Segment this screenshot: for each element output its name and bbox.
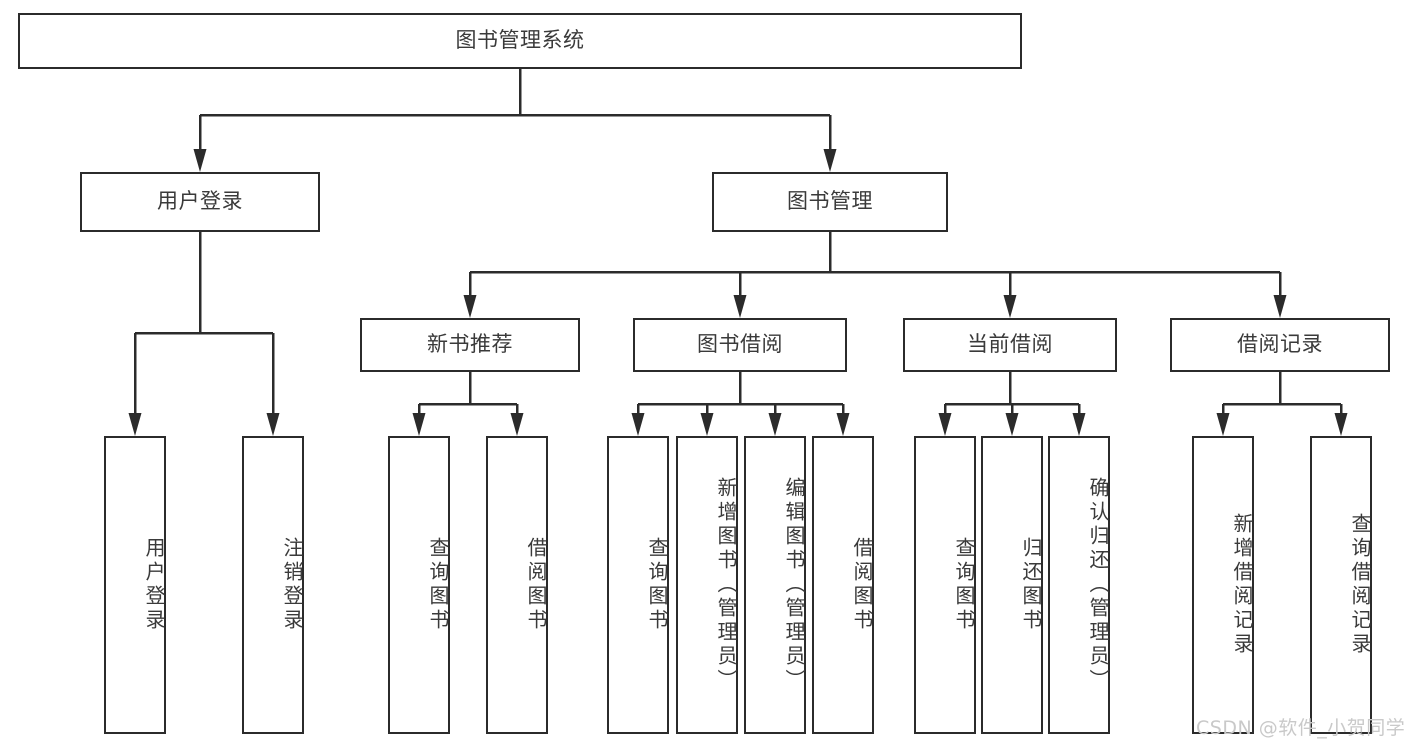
node-label: 用户登录 — [157, 189, 243, 214]
node-label: 用户登录 — [142, 537, 166, 633]
node-leaf-add-borrow-record[interactable]: 新增借阅记录 — [1192, 436, 1254, 734]
node-leaf-edit-book-admin[interactable]: 编辑图书（管理员） — [744, 436, 806, 734]
csdn-watermark: CSDN @软件_小贺同学 — [1196, 717, 1405, 739]
node-leaf-query-book-borrow[interactable]: 查询图书 — [607, 436, 669, 734]
node-label: 新增借阅记录 — [1230, 513, 1254, 657]
node-label: 查询图书 — [952, 537, 976, 633]
node-leaf-return-book[interactable]: 归还图书 — [981, 436, 1043, 734]
node-label: 新书推荐 — [427, 332, 513, 357]
node-new-book-recommend[interactable]: 新书推荐 — [360, 318, 580, 372]
node-label: 注销登录 — [280, 537, 304, 633]
node-borrow-record[interactable]: 借阅记录 — [1170, 318, 1390, 372]
node-label: 图书借阅 — [697, 332, 783, 357]
node-label: 图书管理系统 — [455, 28, 585, 53]
node-label: 编辑图书（管理员） — [782, 477, 806, 693]
node-label: 归还图书 — [1019, 537, 1043, 633]
node-label: 查询借阅记录 — [1348, 513, 1372, 657]
node-label: 查询图书 — [426, 537, 450, 633]
node-current-borrow[interactable]: 当前借阅 — [903, 318, 1117, 372]
node-root-system[interactable]: 图书管理系统 — [18, 13, 1022, 69]
node-label: 确认归还（管理员） — [1086, 477, 1110, 693]
node-leaf-query-book-rec[interactable]: 查询图书 — [388, 436, 450, 734]
node-leaf-borrow-book-borrow[interactable]: 借阅图书 — [812, 436, 874, 734]
node-label: 新增图书（管理员） — [714, 477, 738, 693]
node-label: 查询图书 — [645, 537, 669, 633]
node-label: 借阅记录 — [1237, 332, 1323, 357]
node-leaf-confirm-return-admin[interactable]: 确认归还（管理员） — [1048, 436, 1110, 734]
node-user-login[interactable]: 用户登录 — [80, 172, 320, 232]
node-leaf-borrow-book-rec[interactable]: 借阅图书 — [486, 436, 548, 734]
node-leaf-logout[interactable]: 注销登录 — [242, 436, 304, 734]
node-leaf-add-book-admin[interactable]: 新增图书（管理员） — [676, 436, 738, 734]
node-leaf-user-login[interactable]: 用户登录 — [104, 436, 166, 734]
node-leaf-query-book-current[interactable]: 查询图书 — [914, 436, 976, 734]
node-label: 当前借阅 — [967, 332, 1053, 357]
node-label: 借阅图书 — [850, 537, 874, 633]
node-book-borrow[interactable]: 图书借阅 — [633, 318, 847, 372]
node-book-manage[interactable]: 图书管理 — [712, 172, 948, 232]
node-label: 图书管理 — [787, 189, 873, 214]
node-label: 借阅图书 — [524, 537, 548, 633]
node-leaf-query-borrow-record[interactable]: 查询借阅记录 — [1310, 436, 1372, 734]
